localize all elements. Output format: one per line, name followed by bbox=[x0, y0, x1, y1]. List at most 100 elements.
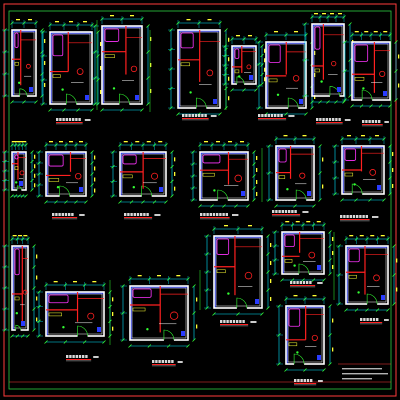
dimension-tick bbox=[100, 108, 104, 112]
dimension-tick bbox=[32, 244, 36, 248]
dimension-text-mark bbox=[34, 173, 36, 178]
dimension-tick bbox=[337, 244, 341, 248]
dimension-tick bbox=[146, 76, 150, 80]
dimension-tick bbox=[333, 144, 337, 148]
title-glyph bbox=[343, 215, 346, 218]
dimension-tick bbox=[348, 22, 352, 26]
dimension-tick bbox=[30, 169, 34, 173]
dimension-tick bbox=[30, 178, 34, 183]
dimension-tick bbox=[146, 50, 150, 54]
dimension-tick bbox=[328, 304, 332, 308]
counter-fixture bbox=[14, 61, 19, 66]
counter-fixture bbox=[278, 175, 286, 179]
dimension-tick bbox=[37, 194, 41, 198]
dimension-text-mark bbox=[270, 279, 272, 283]
dimension-tick bbox=[284, 297, 288, 301]
dimension-tick bbox=[118, 200, 122, 204]
scale-mark bbox=[384, 319, 389, 321]
dimension-tick bbox=[164, 200, 168, 204]
dimension-tick bbox=[176, 112, 180, 116]
dimension-tick bbox=[26, 334, 30, 338]
dimension-text-mark bbox=[112, 312, 114, 316]
floor-drain bbox=[189, 91, 192, 94]
dimension-text-mark bbox=[44, 83, 46, 87]
dimension-tick bbox=[37, 161, 41, 165]
dimension-tick bbox=[222, 143, 226, 147]
title-glyph bbox=[365, 120, 368, 123]
toilet-fixture bbox=[130, 65, 138, 73]
wall-fill bbox=[12, 30, 36, 33]
toilet-fixture bbox=[75, 172, 82, 180]
dimension-tick bbox=[266, 288, 270, 292]
wall-fill bbox=[46, 152, 86, 155]
dimension-tick bbox=[284, 112, 288, 116]
dimension-tick bbox=[312, 204, 316, 208]
dimension-text-mark bbox=[256, 156, 258, 160]
dimension-text-mark bbox=[306, 221, 311, 223]
dimension-tick bbox=[205, 252, 209, 256]
door-swing bbox=[163, 329, 175, 341]
dimension-tick bbox=[290, 223, 295, 227]
basin-fixture bbox=[307, 191, 311, 196]
title-glyph bbox=[85, 355, 88, 358]
wall-fill bbox=[200, 152, 248, 155]
dimension-tick bbox=[30, 150, 34, 154]
dimension-text-mark bbox=[373, 31, 378, 33]
title-glyph bbox=[272, 210, 275, 213]
dimension-tick bbox=[63, 340, 68, 344]
dimension-tick bbox=[266, 270, 270, 274]
dimension-tick bbox=[147, 277, 152, 281]
dimension-tick bbox=[303, 368, 307, 372]
dimension-text-mark bbox=[322, 184, 324, 189]
title-glyph bbox=[242, 320, 245, 323]
dimension-text-mark bbox=[36, 254, 38, 259]
dimension-tick bbox=[20, 237, 25, 241]
dimension-text-mark bbox=[36, 275, 38, 280]
bathroom-plan bbox=[110, 141, 176, 204]
drawing-title-mark bbox=[316, 118, 351, 125]
dimension-tick bbox=[93, 24, 97, 28]
scale-mark bbox=[372, 216, 379, 218]
basin-fixture bbox=[21, 321, 25, 326]
wall-fill bbox=[312, 24, 315, 96]
dimension-text-mark bbox=[28, 19, 32, 21]
dimension-tick bbox=[62, 23, 66, 27]
dimension-tick bbox=[82, 340, 87, 344]
title-glyph bbox=[185, 114, 188, 117]
bathroom-plan bbox=[190, 141, 258, 208]
dimension-tick bbox=[24, 143, 28, 147]
dimension-tick bbox=[140, 17, 144, 21]
dimension-text-mark bbox=[314, 95, 316, 99]
title-glyph bbox=[68, 213, 71, 216]
title-glyph bbox=[275, 210, 278, 213]
dimension-tick bbox=[246, 143, 250, 147]
drawing-title-mark bbox=[258, 114, 295, 121]
toilet-fixture bbox=[19, 170, 25, 176]
dimension-tick bbox=[129, 143, 134, 147]
dimension-tick bbox=[369, 104, 373, 108]
dimension-tick bbox=[90, 161, 94, 165]
title-glyph bbox=[310, 379, 313, 382]
scale-mark bbox=[232, 214, 239, 216]
title-glyph bbox=[78, 118, 81, 121]
title-glyph bbox=[302, 281, 306, 284]
dimension-tick bbox=[22, 21, 26, 25]
dimension-tick bbox=[340, 198, 344, 202]
dimension-tick bbox=[141, 200, 145, 204]
dimension-tick bbox=[310, 106, 314, 110]
title-glyph bbox=[226, 320, 229, 323]
title-glyph bbox=[140, 213, 143, 216]
wall-fill bbox=[312, 24, 344, 27]
dimension-text-mark bbox=[112, 297, 114, 302]
dimension-text-mark bbox=[34, 183, 36, 188]
title-glyph bbox=[299, 281, 302, 284]
dimension-tick bbox=[44, 143, 48, 147]
wall-fill bbox=[12, 30, 15, 96]
dimension-text-mark bbox=[94, 188, 96, 193]
title-glyph bbox=[59, 118, 62, 121]
bathroom-plan bbox=[168, 19, 230, 116]
title-block-text-mark bbox=[342, 378, 372, 380]
title-glyph bbox=[182, 114, 185, 117]
dimension-tick bbox=[392, 302, 396, 306]
dimension-text-mark bbox=[130, 15, 134, 17]
